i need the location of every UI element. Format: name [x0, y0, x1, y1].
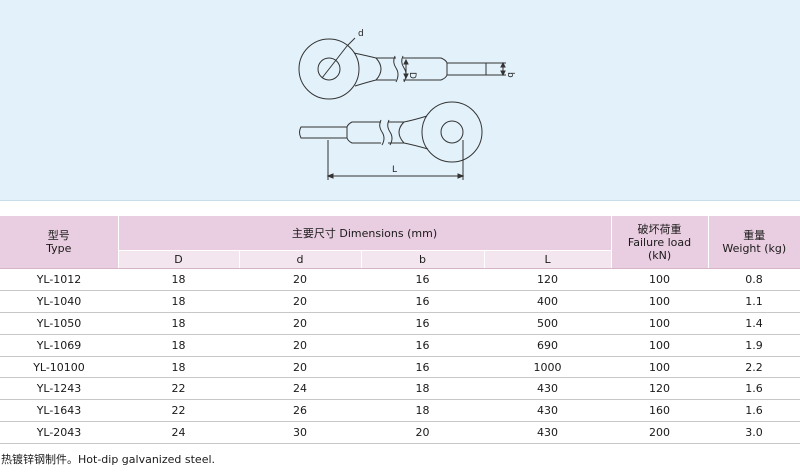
- table-row: YL-1050 18 20 16 500 100 1.4: [0, 312, 800, 335]
- header-failure-load: 破坏荷重 Failure load (kN): [611, 216, 709, 269]
- cell-b: 16: [361, 356, 484, 379]
- header-weight: 重量 Weight (kg): [708, 216, 800, 269]
- header-b: b: [361, 250, 485, 269]
- cell-b: 18: [361, 399, 484, 423]
- cell-failure-load: 100: [611, 268, 709, 291]
- cell-d: 24: [239, 377, 361, 401]
- label-L: L: [392, 165, 397, 175]
- lower-shank: [299, 115, 429, 150]
- cell-weight: 2.2: [708, 356, 800, 379]
- cell-b: 16: [361, 268, 484, 291]
- cell-failure-load: 120: [611, 377, 709, 401]
- header-d: d: [239, 250, 362, 269]
- cell-L: 400: [484, 290, 612, 313]
- cell-L: 120: [484, 268, 612, 291]
- table-row: YL-1643 22 26 18 430 160 1.6: [0, 399, 800, 423]
- cell-weight: 3.0: [708, 421, 800, 445]
- cell-D: 22: [118, 377, 239, 401]
- cell-L: 430: [484, 377, 612, 401]
- cell-failure-load: 160: [611, 399, 709, 423]
- drawing-panel: d D b L: [0, 0, 800, 201]
- table-row: YL-1069 18 20 16 690 100 1.9: [0, 334, 800, 357]
- cell-d: 20: [239, 312, 361, 335]
- cell-D: 18: [118, 268, 239, 291]
- cell-L: 1000: [484, 356, 612, 379]
- cell-failure-load: 200: [611, 421, 709, 445]
- cell-D: 18: [118, 312, 239, 335]
- cell-weight: 1.6: [708, 399, 800, 423]
- cell-d: 26: [239, 399, 361, 423]
- cell-D: 18: [118, 356, 239, 379]
- cell-type: YL-1050: [0, 312, 118, 335]
- cell-D: 18: [118, 334, 239, 357]
- cell-b: 16: [361, 334, 484, 357]
- cell-d: 20: [239, 334, 361, 357]
- cell-d: 30: [239, 421, 361, 445]
- footnote: 热镀锌钢制件。Hot-dip galvanized steel.: [1, 453, 216, 466]
- label-b: b: [505, 72, 515, 78]
- table-row: YL-1012 18 20 16 120 100 0.8: [0, 268, 800, 291]
- cell-type: YL-1069: [0, 334, 118, 357]
- cell-failure-load: 100: [611, 334, 709, 357]
- D-dimension: [403, 58, 409, 80]
- cell-type: YL-2043: [0, 421, 118, 445]
- cell-d: 20: [239, 290, 361, 313]
- cell-L: 430: [484, 399, 612, 423]
- spec-table: 型号 Type 主要尺寸 Dimensions (mm) 破坏荷重 Failur…: [0, 216, 800, 445]
- cell-D: 18: [118, 290, 239, 313]
- cell-weight: 1.6: [708, 377, 800, 401]
- cell-b: 16: [361, 312, 484, 335]
- upper-break-lines: [393, 55, 407, 83]
- cell-d: 20: [239, 268, 361, 291]
- cell-weight: 1.1: [708, 290, 800, 313]
- cell-failure-load: 100: [611, 356, 709, 379]
- lower-eye-ring: [421, 101, 483, 163]
- header-L: L: [484, 250, 612, 269]
- cell-weight: 1.4: [708, 312, 800, 335]
- cell-d: 20: [239, 356, 361, 379]
- cell-L: 430: [484, 421, 612, 445]
- upper-shank: [353, 52, 487, 87]
- cell-weight: 1.9: [708, 334, 800, 357]
- cell-type: YL-1040: [0, 290, 118, 313]
- table-row: YL-1243 22 24 18 430 120 1.6: [0, 377, 800, 401]
- cell-b: 16: [361, 290, 484, 313]
- lower-break-lines: [379, 119, 393, 146]
- header-D: D: [118, 250, 240, 269]
- header-dimensions: 主要尺寸 Dimensions (mm): [118, 216, 612, 251]
- b-dimension: [486, 61, 506, 77]
- cell-failure-load: 100: [611, 312, 709, 335]
- cell-b: 18: [361, 377, 484, 401]
- L-dimension: [326, 140, 465, 180]
- label-D: D: [407, 72, 417, 79]
- table-row: YL-10100 18 20 16 1000 100 2.2: [0, 356, 800, 379]
- cell-L: 690: [484, 334, 612, 357]
- label-d: d: [358, 29, 364, 39]
- d-leader: [321, 45, 348, 79]
- cell-type: YL-1643: [0, 399, 118, 423]
- upper-eye-ring: [298, 38, 360, 100]
- header-type: 型号 Type: [0, 216, 119, 269]
- cell-D: 22: [118, 399, 239, 423]
- table-row: YL-1040 18 20 16 400 100 1.1: [0, 290, 800, 313]
- cell-type: YL-1012: [0, 268, 118, 291]
- cell-L: 500: [484, 312, 612, 335]
- cell-D: 24: [118, 421, 239, 445]
- cell-type: YL-10100: [0, 356, 118, 379]
- cell-type: YL-1243: [0, 377, 118, 401]
- technical-drawing: d D b L: [298, 29, 515, 180]
- cell-failure-load: 100: [611, 290, 709, 313]
- table-row: YL-2043 24 30 20 430 200 3.0: [0, 421, 800, 445]
- cell-b: 20: [361, 421, 484, 445]
- cell-weight: 0.8: [708, 268, 800, 291]
